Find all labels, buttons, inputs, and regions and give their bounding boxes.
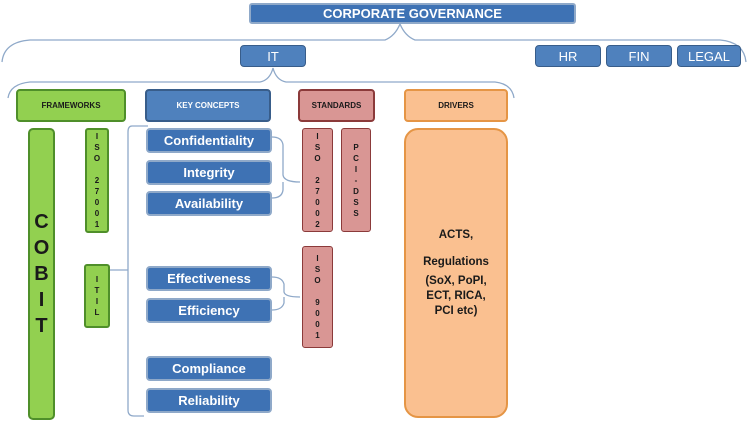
pci-dss-box: P C I - D S S (341, 128, 371, 232)
concept-effectiveness: Effectiveness (146, 266, 272, 291)
iso-9001-char: 1 (315, 331, 320, 340)
iso-27001-char: 0 (94, 198, 100, 207)
fin-box: FIN (606, 45, 672, 67)
concept-reliability: Reliability (146, 388, 272, 413)
concept-label: Integrity (183, 165, 235, 180)
iso-27001-char: 2 (94, 176, 100, 185)
iso-27001-char: S (94, 143, 100, 152)
cobit-letter: C (34, 211, 49, 233)
hr-box: HR (535, 45, 601, 67)
pci-dss-char: S (353, 208, 359, 218)
corporate-governance-label: CORPORATE GOVERNANCE (323, 6, 502, 21)
corporate-governance-box: CORPORATE GOVERNANCE (249, 3, 576, 24)
pci-dss-char: D (353, 186, 359, 196)
itil-char: I (95, 297, 99, 306)
drivers-regulations: Regulations (423, 255, 489, 268)
concept-compliance: Compliance (146, 356, 272, 381)
itil-char: L (94, 308, 100, 317)
it-label: IT (267, 48, 279, 64)
concept-confidentiality: Confidentiality (146, 128, 272, 153)
pci-dss-char: - (354, 175, 358, 185)
iso-27002-char: 0 (315, 208, 320, 218)
drivers-header-label: DRIVERS (438, 101, 474, 110)
iso-9001-char: O (314, 276, 321, 285)
iso-9001-char: 0 (315, 309, 320, 318)
fin-label: FIN (628, 48, 650, 64)
drivers-line5: PCI etc) (434, 304, 478, 317)
iso-27001-char: 0 (94, 209, 100, 218)
iso-9001-char: 9 (315, 298, 320, 307)
drivers-acts: ACTS, (438, 228, 474, 241)
iso-9001-char: I (316, 254, 319, 263)
iso-27002-char: S (314, 142, 321, 152)
concept-availability: Availability (146, 191, 272, 216)
drivers-header: DRIVERS (404, 89, 508, 122)
standards-header: STANDARDS (298, 89, 375, 122)
iso-27002-char: 7 (315, 186, 320, 196)
it-box: IT (240, 45, 306, 67)
legal-label: LEGAL (688, 48, 730, 64)
iso-27001-char: O (93, 154, 101, 163)
concept-label: Compliance (172, 361, 246, 376)
iso-27002-char: 2 (315, 219, 320, 229)
concept-label: Confidentiality (163, 133, 255, 148)
cobit-letter: O (33, 237, 50, 259)
key-concepts-header: KEY CONCEPTS (145, 89, 271, 122)
cobit-letter: B (34, 263, 49, 285)
iso-9001-box: I S O 9 0 0 1 (302, 246, 333, 348)
pci-dss-char: P (353, 142, 359, 152)
key-concepts-header-label: KEY CONCEPTS (176, 101, 240, 110)
iso-27002-box: I S O 2 7 0 0 2 (302, 128, 333, 232)
pci-dss-char: I (354, 164, 358, 174)
drivers-line4: ECT, RICA, (426, 289, 486, 302)
iso-27002-char: 2 (315, 175, 320, 185)
iso-27002-char: 0 (315, 197, 320, 207)
frameworks-header-label: FRAMEWORKS (41, 101, 101, 110)
cobit-box: C O B I T (28, 128, 55, 420)
iso-27001-box: I S O 2 7 0 0 1 (85, 128, 109, 233)
standards-header-label: STANDARDS (311, 101, 362, 110)
itil-box: I T I L (84, 264, 110, 328)
hr-label: HR (558, 48, 578, 64)
iso-9001-char: 0 (315, 320, 320, 329)
legal-box: LEGAL (677, 45, 741, 67)
pci-dss-char: C (353, 153, 359, 163)
drivers-line3: (SoX, PoPI, (425, 274, 487, 287)
frameworks-header: FRAMEWORKS (16, 89, 126, 122)
iso-9001-char: S (314, 265, 321, 274)
iso-27002-char: I (316, 131, 319, 141)
concept-integrity: Integrity (146, 160, 272, 185)
iso-27002-char: O (314, 153, 321, 163)
cobit-letter: T (35, 315, 48, 337)
iso-27001-char: 7 (94, 187, 100, 196)
iso-27001-char: 1 (94, 220, 100, 229)
concept-label: Efficiency (178, 303, 240, 318)
concept-efficiency: Efficiency (146, 298, 272, 323)
itil-char: T (94, 286, 100, 295)
pci-dss-char: S (353, 197, 359, 207)
concept-label: Effectiveness (167, 271, 251, 286)
cobit-letter: I (38, 289, 45, 311)
itil-char: I (95, 275, 99, 284)
drivers-box: ACTS, Regulations (SoX, PoPI, ECT, RICA,… (404, 128, 508, 418)
concept-label: Reliability (178, 393, 240, 408)
iso-27001-char: I (95, 132, 99, 141)
concept-label: Availability (174, 196, 244, 211)
